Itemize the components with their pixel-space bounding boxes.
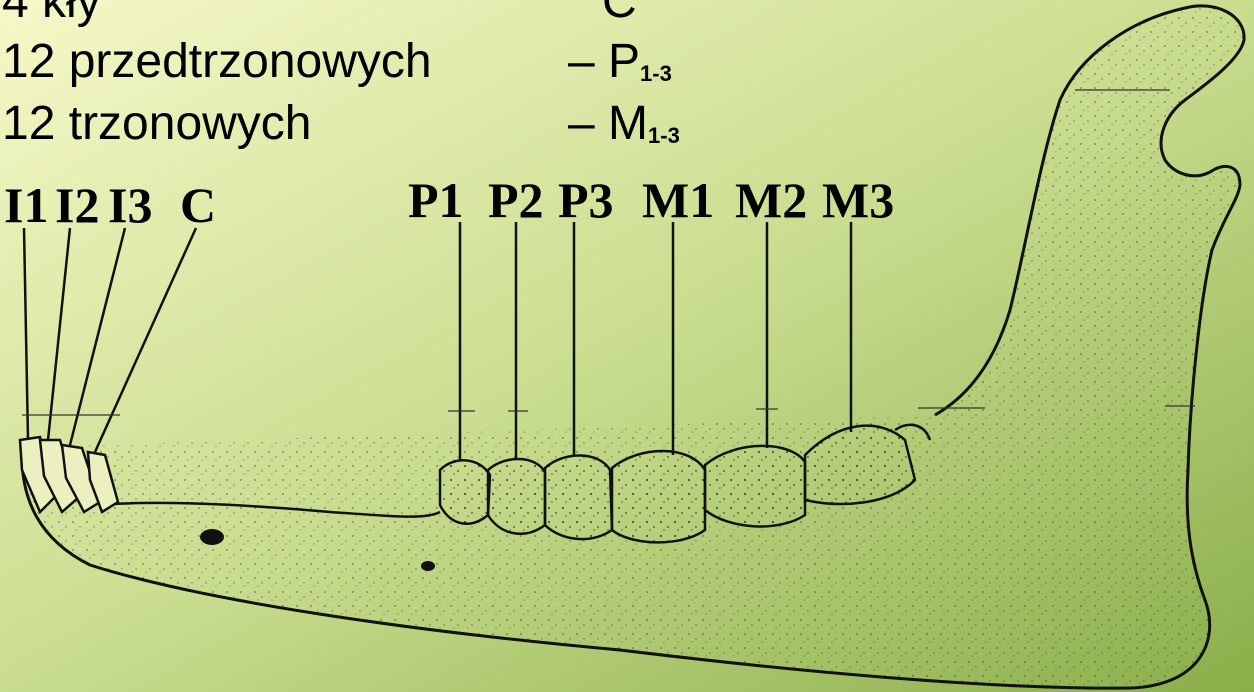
premolar-3 [545, 455, 612, 539]
premolar-2 [488, 459, 545, 534]
leader-i3 [70, 228, 125, 445]
leader-i1 [24, 228, 28, 440]
molar-2 [705, 446, 805, 527]
premolar-1 [440, 460, 490, 523]
mental-foramen [200, 529, 224, 545]
small-foramen [421, 561, 435, 571]
mandible-outline [22, 6, 1244, 688]
molar-1 [612, 451, 705, 542]
leader-i2 [48, 228, 70, 440]
leader-c [95, 228, 196, 452]
